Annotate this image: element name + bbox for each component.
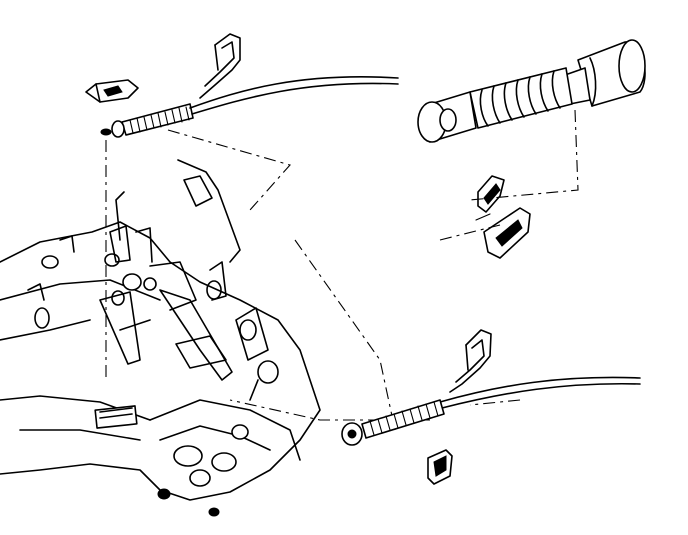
lower-cable-retainer-clip [427,449,453,485]
cable-end-detail [417,39,646,143]
detail-retaining-clip [475,175,531,259]
shift-lever-bracket [159,159,279,401]
upper-shift-cable [100,76,399,138]
lower-cable-bracket-clip [449,329,492,393]
transaxle-assembly [0,191,321,517]
leader-lines [105,109,579,431]
upper-cable-bracket-clip [199,33,241,99]
lower-shift-cable [341,376,641,446]
upper-cable-retainer-clip [85,79,139,103]
